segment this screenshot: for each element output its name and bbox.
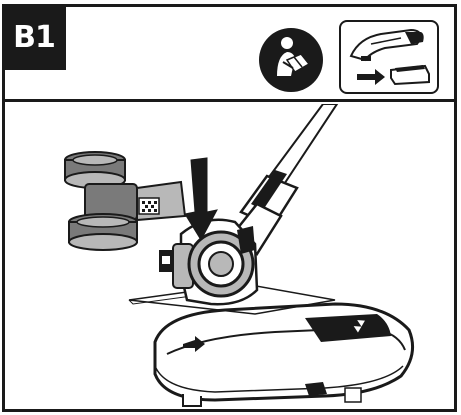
trimmer-illustration: ▲▲ — [64, 104, 415, 407]
trimmer-guard: ▲▲ — [128, 283, 415, 407]
edge-wheel-attachment — [64, 151, 187, 251]
battery-remove-box — [339, 20, 439, 94]
press-down-arrow-icon — [184, 157, 218, 242]
read-manual-icon — [259, 28, 323, 92]
panel-frame — [2, 4, 457, 412]
remove-battery-icon — [349, 28, 430, 86]
motor-housing — [159, 218, 259, 306]
panel-header — [2, 4, 457, 102]
step-label: B1 — [2, 4, 66, 70]
